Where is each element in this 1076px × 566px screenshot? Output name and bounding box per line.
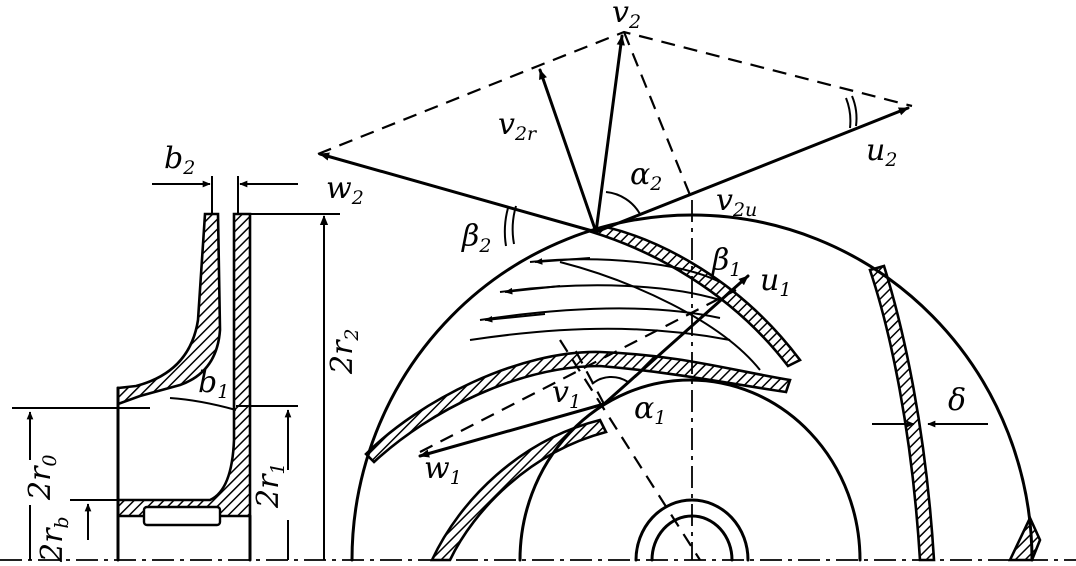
outer-circle (350, 213, 1034, 562)
u1-vector (602, 274, 750, 406)
vane-far-right (1007, 514, 1042, 562)
label-beta2: β2 (461, 219, 491, 257)
inlet-edge (169, 397, 237, 411)
u2-angle-arc (851, 95, 858, 127)
label-b2: b2 (164, 141, 195, 179)
label-v2: v2 (612, 0, 641, 33)
vane-right (868, 264, 936, 562)
label-alpha2: α2 (630, 157, 662, 195)
dashed-drop (622, 31, 694, 201)
label-w1: w1 (424, 451, 462, 489)
meridional-section (12, 176, 340, 562)
u2-vector (594, 106, 910, 234)
label-beta1: β1 (711, 243, 741, 281)
hub-ring-inner (650, 514, 734, 562)
w2-vector (318, 152, 598, 234)
vane-left (364, 350, 792, 464)
label-v1: v1 (552, 375, 581, 413)
outlet-velocity-triangle (317, 30, 913, 247)
label-2r2: 2r2 (325, 328, 363, 375)
beta2-arc (503, 207, 509, 247)
inlet-dash-top (419, 289, 737, 453)
label-2rb: 2rb (35, 516, 73, 563)
dashed-parallelogram (317, 30, 913, 156)
hub-ring-outer (634, 498, 750, 562)
label-v2r: v2r (498, 107, 538, 145)
label-2r0: 2r0 (23, 454, 61, 501)
hub-bore (142, 505, 222, 527)
inlet-velocity-triangle (418, 274, 750, 561)
vane-lower (429, 418, 608, 562)
label-v2u: v2u (716, 183, 757, 221)
alpha2-arc (605, 191, 641, 215)
label-u1: u1 (760, 263, 791, 301)
vane-top (587, 225, 802, 368)
inner-circle (518, 378, 862, 562)
w1-vector (418, 402, 606, 458)
label-2r1: 2r1 (251, 462, 289, 509)
v2-vector (594, 34, 625, 234)
alpha1-arc (591, 375, 629, 385)
label-w2: w2 (326, 171, 364, 209)
v1-dashed (571, 343, 605, 405)
impeller-section (0, 200, 1076, 562)
labels: v2 v2r w2 u2 α2 v2u β2 β1 u1 v1 α1 w1 δ … (23, 0, 966, 563)
v2r-vector (538, 68, 598, 234)
label-b1: b1 (198, 365, 229, 403)
inlet-dash-diagonal (559, 339, 701, 561)
hub-disc (116, 212, 252, 518)
label-delta: δ (948, 383, 966, 418)
label-u2: u2 (866, 133, 897, 171)
label-alpha1: α1 (634, 391, 666, 429)
